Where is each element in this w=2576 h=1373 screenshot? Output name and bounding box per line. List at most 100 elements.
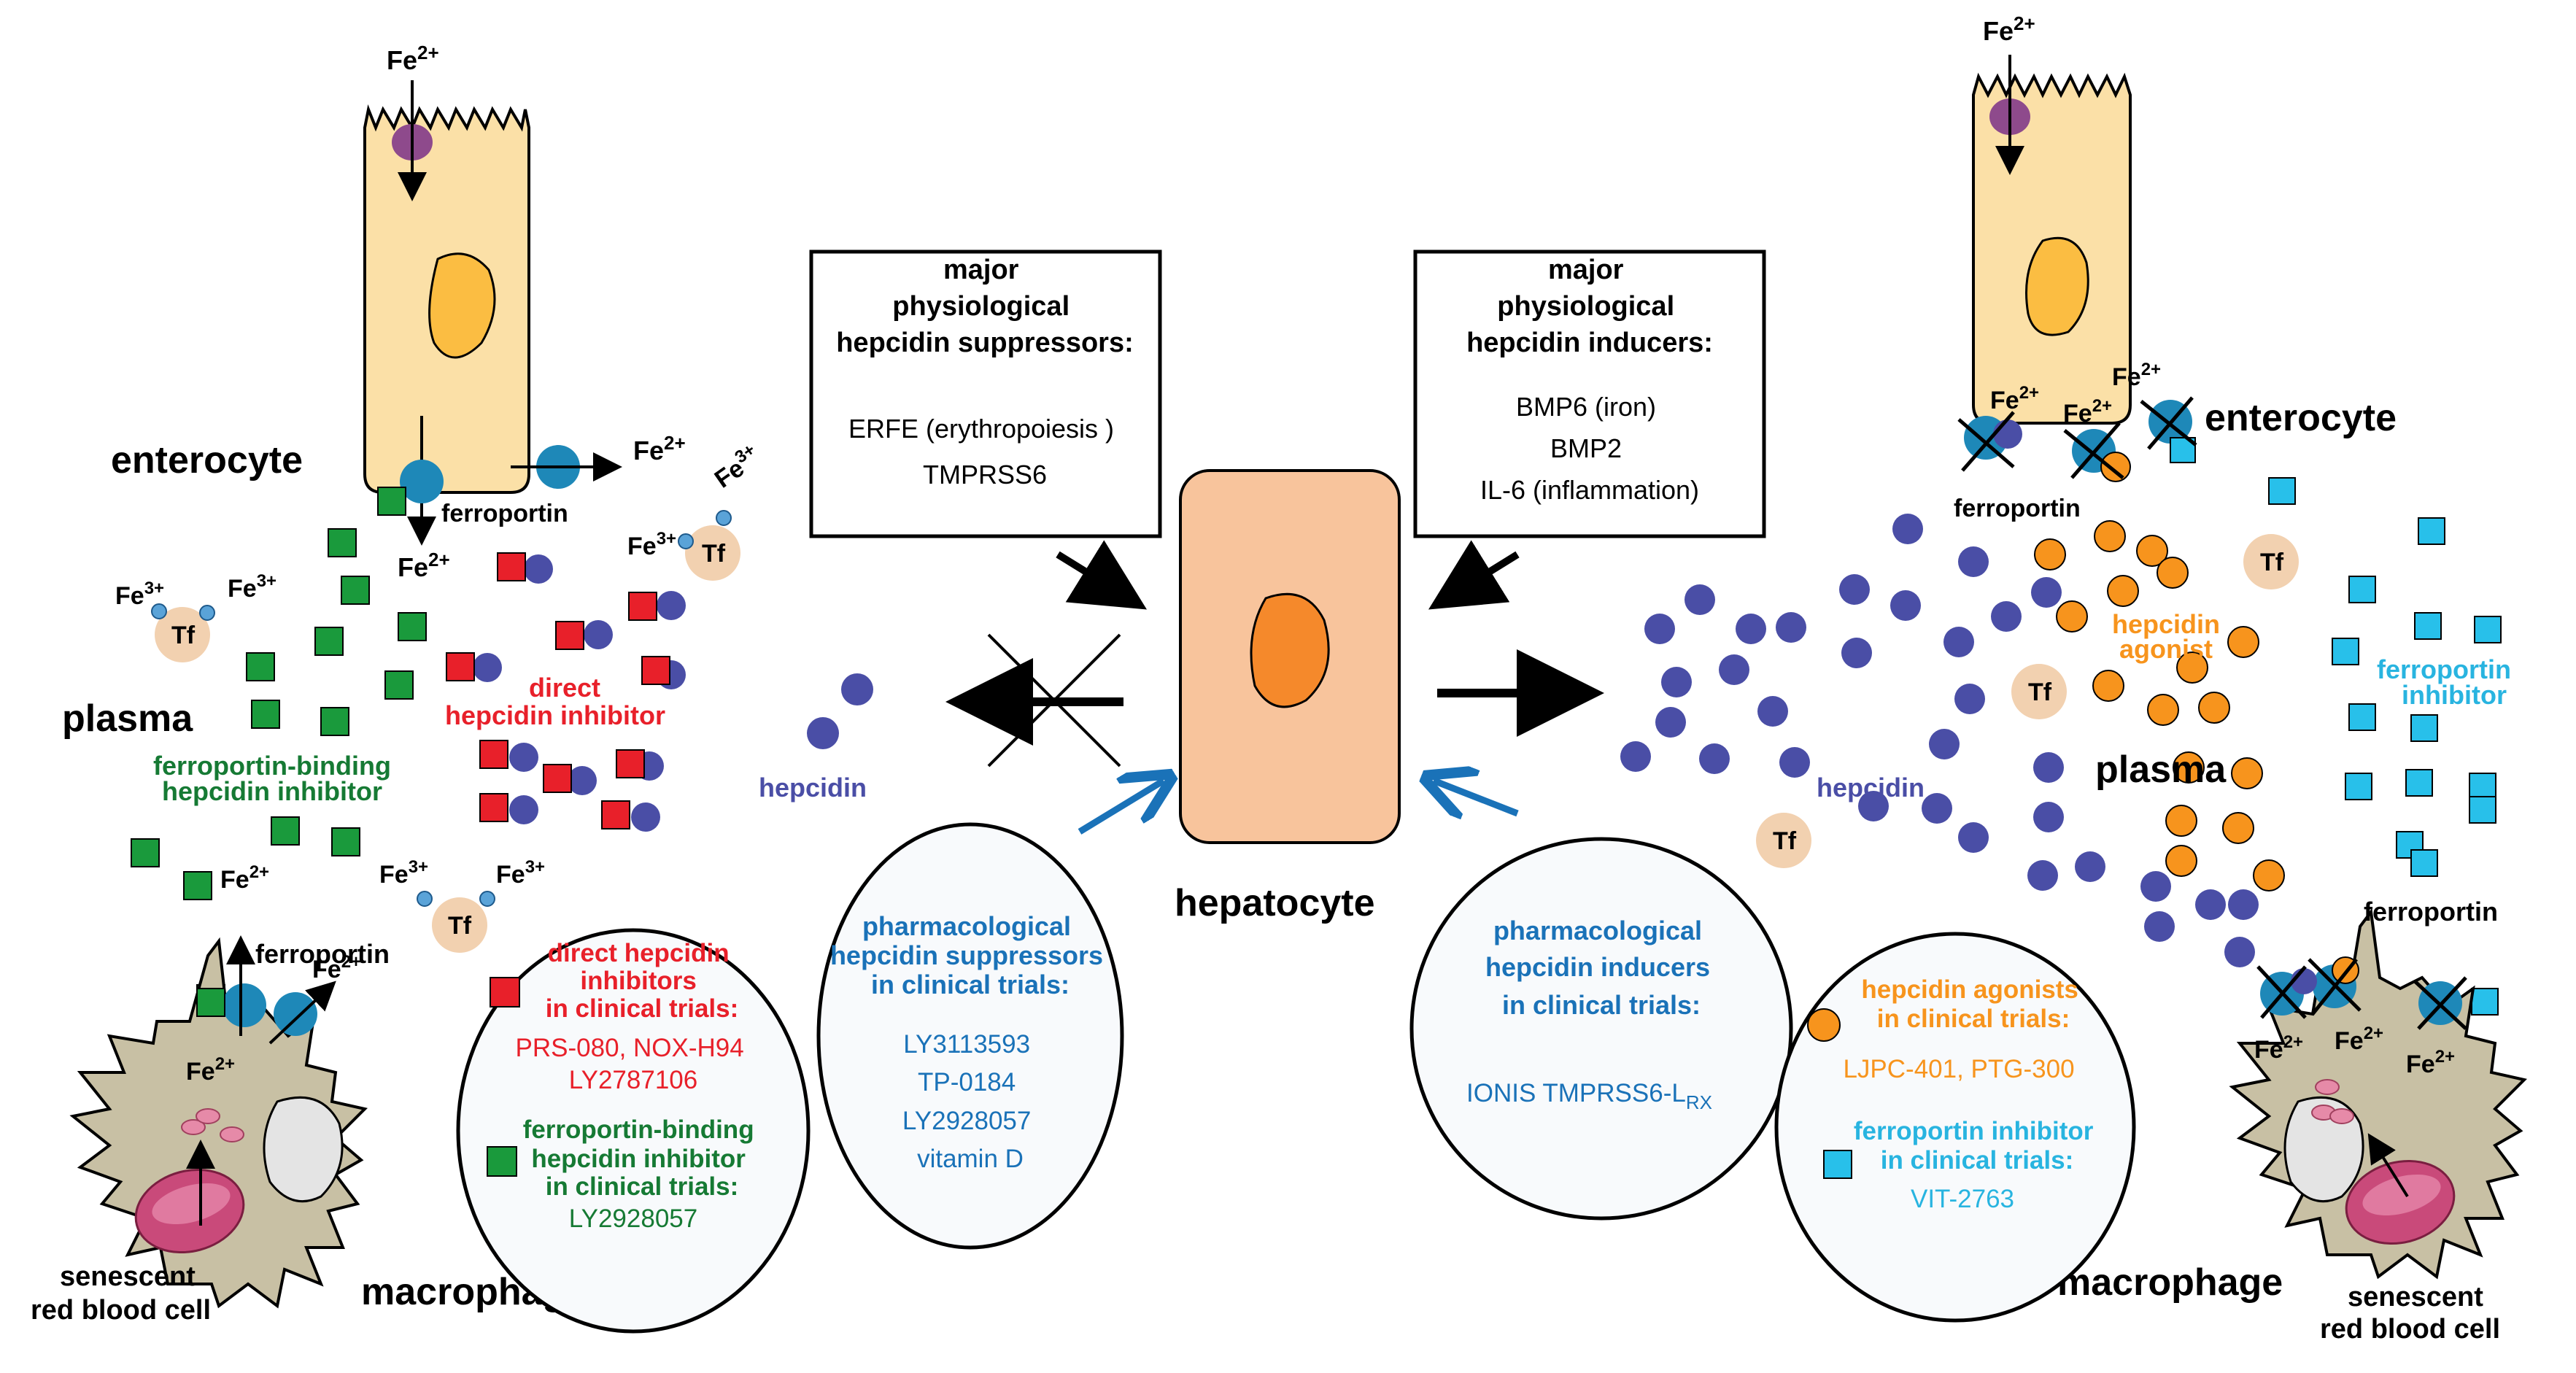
fpn-circle-title: ferroportin-binding <box>523 1115 754 1144</box>
fpn-inhibitor-label: inhibitor <box>2402 680 2507 710</box>
transferrin-right-b: Tf <box>2011 664 2067 719</box>
fe-label: Fe2+ <box>220 862 269 894</box>
right-enterocyte-cell <box>1957 55 2197 482</box>
ferroportin-inhibitor-squares <box>2268 477 2502 1016</box>
fpn-binding-label: hepcidin inhibitor <box>162 776 382 806</box>
fe-label: Fe2+ <box>2112 360 2161 391</box>
fe-label: Fe2+ <box>633 432 686 465</box>
fpn-circle-title: in clinical trials: <box>546 1172 739 1201</box>
transferrin-left-c: Tf <box>417 891 495 953</box>
svg-text:Tf: Tf <box>448 912 472 940</box>
direct-inhibitor-label: direct <box>529 673 600 703</box>
svg-text:LY2928057: LY2928057 <box>569 1204 697 1233</box>
direct-inhibitor-label: hepcidin inhibitor <box>445 700 665 730</box>
hepcidin-agonist-label: hepcidin <box>2112 609 2220 639</box>
ferroportin-label: ferroportin <box>1954 495 2081 522</box>
transferrin-right-c: Tf <box>1756 813 1811 868</box>
fe-label: Fe2+ <box>2406 1047 2455 1078</box>
fe-label: Fe2+ <box>2335 1024 2383 1055</box>
hepcidin-molecules <box>1620 514 2259 967</box>
enterocyte-label: enterocyte <box>111 439 303 481</box>
svg-text:LY3113593 TP-0184: LY3113593 TP-0184 LY2928057 vitamin D <box>902 1030 1038 1173</box>
direct-circle-title: direct hepcidin <box>548 939 730 967</box>
ferroportin-icon <box>400 460 444 503</box>
direct-circle-item: LY2787106 <box>569 1066 697 1094</box>
fe3-label: Fe3+ <box>379 857 428 889</box>
enterocyte-label: enterocyte <box>2205 397 2397 439</box>
hepcidin-molecule-icon <box>841 673 873 705</box>
svg-text:BMP6 (iron) BMP2: BMP6 (iron) BMP2 IL-6 (inflammation) <box>1480 392 1699 505</box>
box-hepcidin-suppressors: major physiological hepcidin suppressors… <box>809 250 1162 538</box>
right-clinical-trials-circle: hepcidin agonists in clinical trials: LJ… <box>1774 932 2136 1323</box>
senescent-label: senescent <box>60 1261 196 1292</box>
hepcidin-label: hepcidin <box>1817 773 1925 802</box>
svg-text:direct hepcidin inhibi: direct hepcidin inhibitors in clinical t… <box>546 939 739 1023</box>
ferroportin-label: ferroportin <box>441 500 568 527</box>
fpn-circle-title: hepcidin inhibitor <box>531 1145 746 1173</box>
svg-text:ferroportin inhibitor: ferroportin inhibitor in clinical trials… <box>1854 1117 2100 1175</box>
fe3-label: Fe3+ <box>115 579 164 610</box>
fe-label: Fe2+ <box>2254 1032 2303 1064</box>
fe-label: Fe2+ <box>398 549 450 582</box>
fe3-label: Fe3+ <box>228 571 276 603</box>
transferrin-left-a: Tf <box>151 603 215 662</box>
direct-circle-title: inhibitors <box>580 967 696 995</box>
right-panel: Fe2+ enterocyte ferroportin Fe2+ Fe2+ Fe… <box>1620 12 2527 1345</box>
svg-text:Tf: Tf <box>171 622 196 649</box>
hepcidin-agonist-molecules <box>2034 520 2285 892</box>
svg-text:hepcidin agonists in c: hepcidin agonists in clinical trials: <box>1861 975 2085 1033</box>
svg-text:Tf: Tf <box>1773 827 1797 855</box>
right-macrophage-cell <box>2229 908 2527 1280</box>
svg-text:pharmacological hepcid: pharmacological hepcidin suppressors in … <box>830 911 1110 999</box>
fe3-label: Fe3+ <box>708 440 766 494</box>
svg-text:ferroportin-binding he: ferroportin-binding hepcidin inhibitor i… <box>523 1115 762 1201</box>
left-enterocyte-cell <box>363 80 622 546</box>
ferroportin-binding-inhibitor-squares <box>131 487 427 1013</box>
svg-text:Tf: Tf <box>2028 678 2052 706</box>
hepcidin-agonist-label: agonist <box>2119 634 2213 664</box>
left-clinical-trials-circle: direct hepcidin inhibitors in clinical t… <box>456 928 811 1334</box>
hepcidin-molecule-icon <box>807 717 839 749</box>
fe-label: Fe2+ <box>2063 396 2112 428</box>
plasma-label: plasma <box>2095 749 2227 791</box>
fpn-inhibitor-label: ferroportin <box>2377 654 2511 684</box>
left-macrophage-cell <box>69 935 368 1309</box>
senescent-label: senescent <box>2348 1282 2483 1312</box>
ionis-label: IONIS TMPRSS6-LRX <box>1466 1079 1712 1113</box>
transferrin-right-a: Tf <box>2243 534 2299 589</box>
circle-pharma-suppressors: pharmacological hepcidin suppressors in … <box>816 822 1124 1250</box>
hepatocyte-cell <box>1179 469 1401 844</box>
svg-text:major physiological: major physiological hepcidin inducers: <box>1466 255 1713 358</box>
left-panel: Fe2+ enterocyte ferroportin Fe2+ Fe2+ Tf… <box>31 42 811 1334</box>
svg-text:PRS-080, NOX-H94 LY278: PRS-080, NOX-H94 LY2787106 <box>516 1034 751 1094</box>
fe-label: Fe2+ <box>312 952 361 983</box>
fe3-label: Fe3+ <box>627 529 676 560</box>
fe-label: Fe2+ <box>186 1054 235 1086</box>
svg-text:VIT-2763: VIT-2763 <box>1911 1185 2014 1213</box>
fe-label: Fe2+ <box>1983 12 2035 46</box>
svg-text:LJPC-401, PTG-300: LJPC-401, PTG-300 <box>1843 1055 2074 1083</box>
svg-text:Tf: Tf <box>2260 549 2284 576</box>
svg-text:pharmacological hepcid: pharmacological hepcidin inducers in cli… <box>1485 916 1717 1020</box>
direct-inhibitor-complexes <box>446 552 686 832</box>
ferroportin-icon <box>274 992 317 1036</box>
fpn-circle-item: LY2928057 <box>569 1204 697 1233</box>
direct-circle-title: in clinical trials: <box>546 994 739 1023</box>
fe-label: Fe2+ <box>387 42 439 75</box>
box-hepcidin-inducers: major physiological hepcidin inducers: B… <box>1413 250 1766 538</box>
macrophage-label: macrophage <box>2057 1261 2283 1304</box>
svg-text:Tf: Tf <box>702 540 726 568</box>
direct-circle-item: PRS-080, NOX-H94 <box>516 1034 744 1062</box>
svg-text:ERFE (erythropoiesis ): ERFE (erythropoiesis ) TMPRSS6 <box>848 414 1121 490</box>
circle-pharma-inducers: pharmacological hepcidin inducers in cli… <box>1409 837 1793 1221</box>
senescent-label: red blood cell <box>2320 1314 2500 1345</box>
hepatocyte-label: hepatocyte <box>1175 882 1375 924</box>
ferroportin-label: ferroportin <box>255 939 390 969</box>
ferroportin-label: ferroportin <box>2364 897 2498 927</box>
fe-label: Fe2+ <box>1990 383 2039 414</box>
svg-text:major physiological: major physiological hepcidin suppressors… <box>836 255 1134 358</box>
hepcidin-label: hepcidin <box>759 773 867 802</box>
fe3-label: Fe3+ <box>496 857 545 889</box>
